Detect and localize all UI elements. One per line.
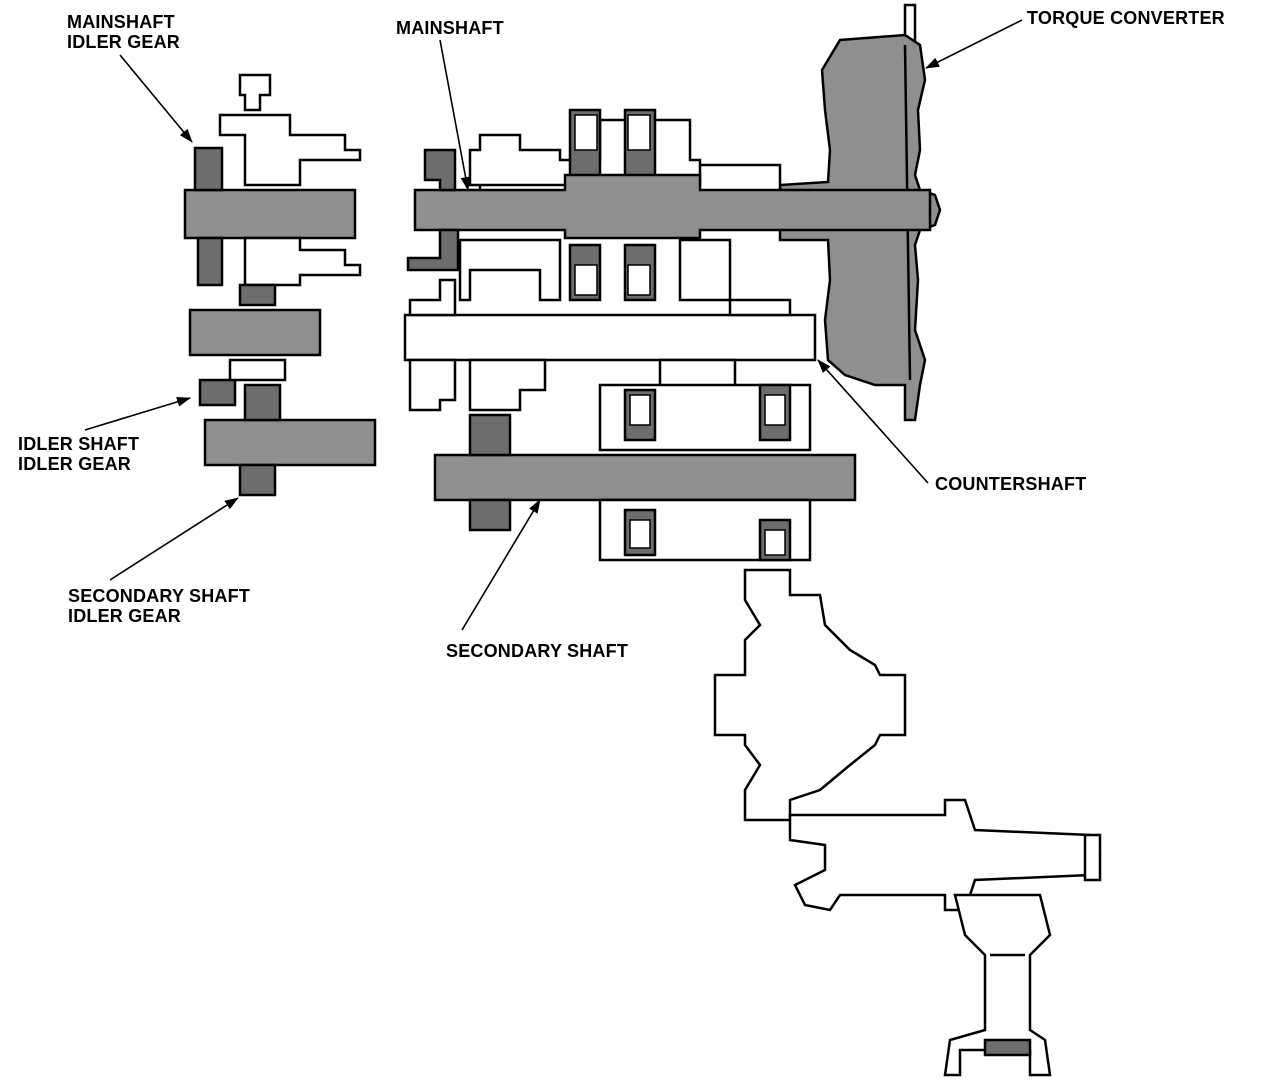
mainshaft-assembly xyxy=(406,108,932,302)
label-secondary-shaft-text: SECONDARY SHAFT xyxy=(446,641,629,661)
label-mainshaft-idler-gear-line-1: MAINSHAFT xyxy=(67,12,175,32)
label-mainshaft-idler-gear: MAINSHAFT IDLER GEAR xyxy=(67,12,180,52)
leader-secondary-shaft xyxy=(461,499,541,631)
label-mainshaft: MAINSHAFT xyxy=(396,18,504,38)
leader-torque-converter xyxy=(925,19,1023,69)
differential-assembly xyxy=(713,568,1102,1077)
label-idler-shaft-idler-gear: IDLER SHAFT IDLER GEAR xyxy=(18,434,139,474)
label-mainshaft-text: MAINSHAFT xyxy=(396,18,504,38)
label-secondary-shaft-idler-gear-line-2: IDLER GEAR xyxy=(68,606,182,626)
label-secondary-shaft: SECONDARY SHAFT xyxy=(446,641,628,661)
label-torque-converter: TORQUE CONVERTER xyxy=(1027,8,1225,28)
secondary-shaft-assembly xyxy=(433,383,857,562)
label-torque-converter-text: TORQUE CONVERTER xyxy=(1027,8,1225,28)
label-secondary-shaft-idler-gear: SECONDARY SHAFT IDLER GEAR xyxy=(68,586,250,626)
leader-secondary-shaft-idler-gear xyxy=(109,497,239,581)
leader-idler-shaft-idler-gear xyxy=(84,397,191,431)
label-secondary-shaft-idler-gear-line-1: SECONDARY SHAFT xyxy=(68,586,251,606)
leader-mainshaft xyxy=(439,39,471,191)
label-mainshaft-idler-gear-line-2: IDLER GEAR xyxy=(67,32,181,52)
leader-countershaft xyxy=(817,359,929,484)
leader-mainshaft-idler-gear xyxy=(119,54,193,143)
label-countershaft-text: COUNTERSHAFT xyxy=(935,474,1087,494)
leader-lines xyxy=(84,19,1023,631)
idler-gear-train xyxy=(183,73,377,497)
label-countershaft: COUNTERSHAFT xyxy=(935,474,1086,494)
label-idler-shaft-idler-gear-line-2: IDLER GEAR xyxy=(18,454,132,474)
label-idler-shaft-idler-gear-line-1: IDLER SHAFT xyxy=(18,434,140,454)
